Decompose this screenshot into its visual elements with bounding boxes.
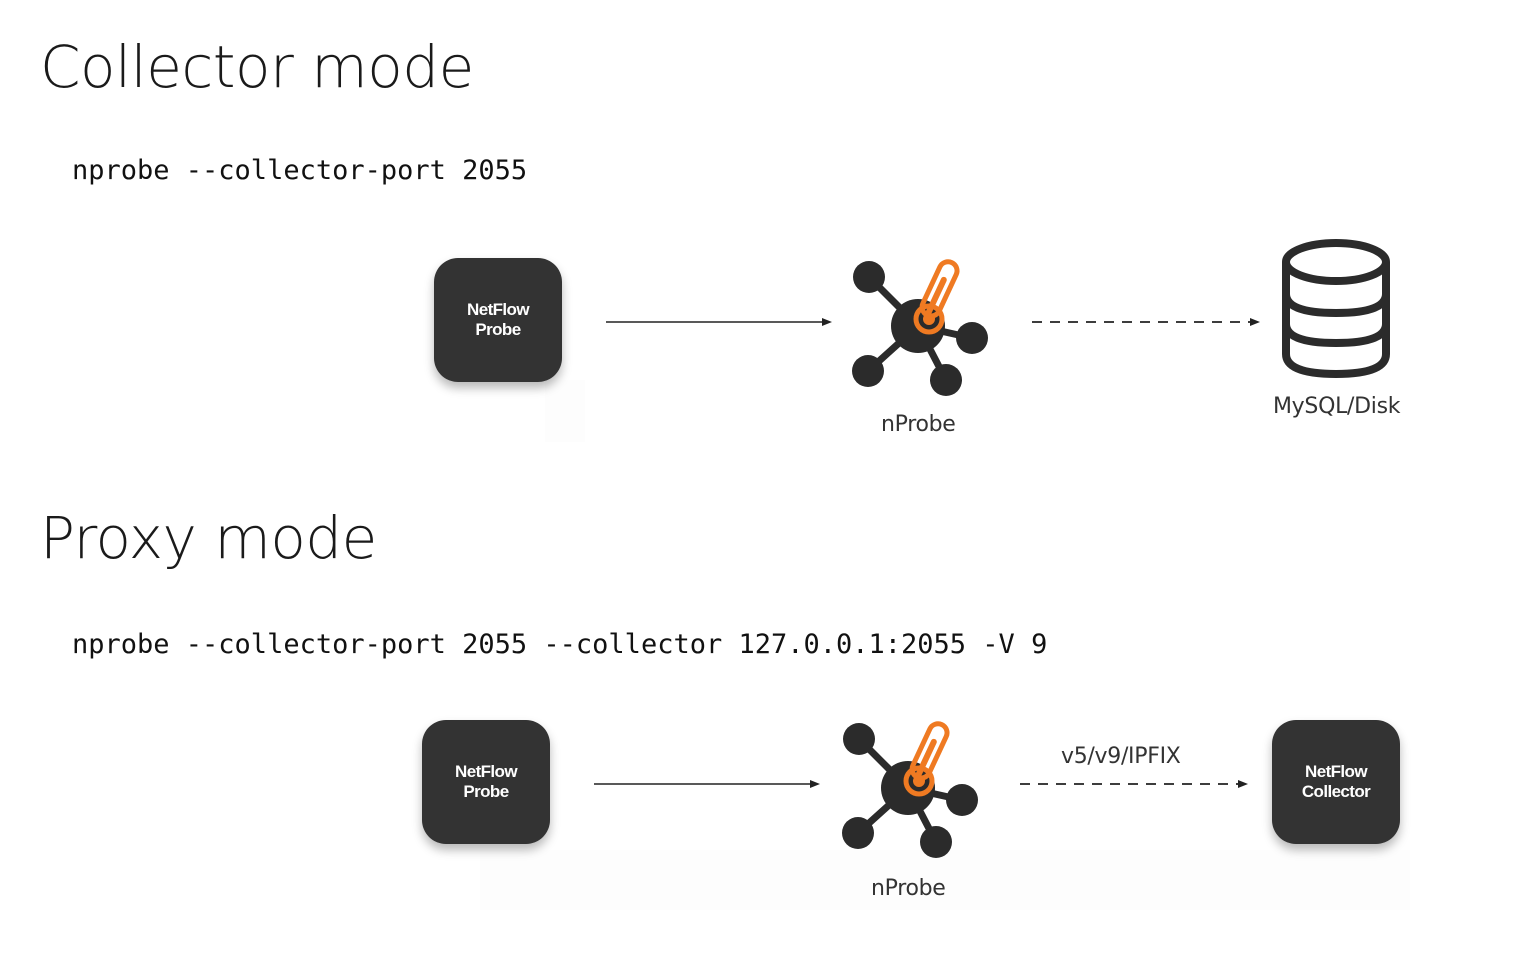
netflow-collector-label: NetFlow Collector <box>1301 762 1371 801</box>
netflow-probe-label: NetFlow Probe <box>455 762 518 801</box>
proxy-mode-heading: Proxy mode <box>40 504 377 572</box>
collector-mode-command: nprobe --collector-port 2055 <box>72 155 528 186</box>
protocol-label: v5/v9/IPFIX <box>1061 744 1181 769</box>
proxy-mode-command: nprobe --collector-port 2055 --collector… <box>72 629 1048 660</box>
nprobe-label: nProbe <box>881 412 956 437</box>
collector-mode-diagram: NetFlow Probe nProbe <box>0 230 1528 470</box>
netflow-probe-box: NetFlow Probe <box>422 720 550 844</box>
diagram-background <box>545 380 585 442</box>
netflow-collector-box: NetFlow Collector <box>1272 720 1400 844</box>
mysql-disk-label: MySQL/Disk <box>1273 394 1401 419</box>
database-icon <box>1282 239 1390 379</box>
dashed-arrow <box>1032 318 1260 326</box>
diagram-background <box>480 850 1410 910</box>
nprobe-hub-icon <box>852 259 988 396</box>
solid-arrow <box>606 318 832 326</box>
collector-mode-heading: Collector mode <box>40 33 474 101</box>
nprobe-label: nProbe <box>871 876 946 901</box>
netflow-probe-label: NetFlow Probe <box>467 300 530 339</box>
proxy-mode-diagram: NetFlow Probe nProbe v5/v9/IPFIX NetFlow… <box>0 692 1528 932</box>
nprobe-hub-icon <box>842 721 978 858</box>
solid-arrow <box>594 780 820 788</box>
netflow-probe-box: NetFlow Probe <box>434 258 562 382</box>
dashed-arrow <box>1020 780 1248 788</box>
